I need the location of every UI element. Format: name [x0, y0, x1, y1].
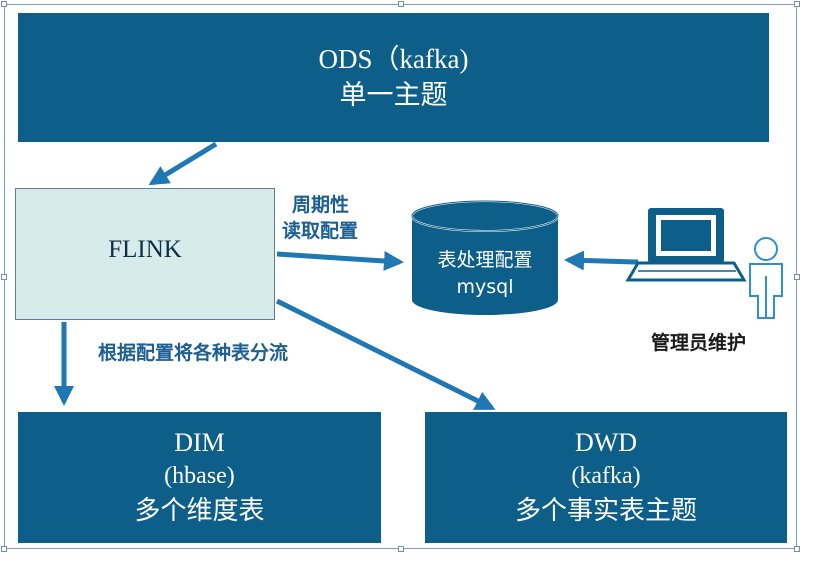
person-icon [749, 237, 783, 319]
arrow-laptop-to-mysql [564, 250, 639, 271]
admin-label: 管理员维护 [651, 332, 747, 354]
mysql-title: 表处理配置 [437, 249, 533, 271]
dim-subtitle: (hbase) [164, 462, 235, 489]
flink-box: FLINK [15, 188, 275, 320]
database-cylinder-icon [411, 200, 559, 315]
flink-label: FLINK [108, 236, 182, 263]
split-label: 根据配置将各种表分流 [98, 342, 289, 364]
dwd-subtitle: (kafka) [571, 462, 641, 489]
arrow-flink-to-mysql [276, 250, 404, 271]
periodic-read-label: 周期性 读取配置 [282, 192, 358, 244]
dwd-title: DWD [574, 427, 638, 457]
mysql-subtitle: mysql [456, 276, 514, 298]
arrow-flink-to-dwd [275, 298, 496, 411]
arrow-ods-to-flink [148, 141, 218, 186]
ods-box: ODS（kafka) 单一主题 [18, 13, 769, 142]
resize-handle[interactable] [794, 1, 800, 7]
resize-handle[interactable] [398, 1, 404, 7]
mysql-label: 表处理配置 mysql [412, 247, 558, 301]
resize-handle[interactable] [398, 546, 404, 552]
ods-subtitle: 单一主题 [339, 79, 448, 111]
resize-handle[interactable] [1, 546, 7, 552]
periodic-line-1: 周期性 [292, 194, 350, 216]
laptop-icon [625, 208, 747, 282]
dwd-caption: 多个事实表主题 [514, 495, 697, 526]
resize-handle[interactable] [1, 274, 7, 280]
dim-title: DIM [174, 427, 225, 457]
periodic-line-2: 读取配置 [282, 220, 359, 242]
resize-handle[interactable] [1, 1, 7, 7]
resize-handle[interactable] [794, 546, 800, 552]
resize-handle[interactable] [794, 274, 800, 280]
ods-title: ODS（kafka) [318, 43, 469, 74]
dim-caption: 多个维度表 [134, 495, 265, 526]
dwd-box: DWD (kafka) 多个事实表主题 [425, 412, 787, 543]
dim-box: DIM (hbase) 多个维度表 [18, 412, 381, 543]
